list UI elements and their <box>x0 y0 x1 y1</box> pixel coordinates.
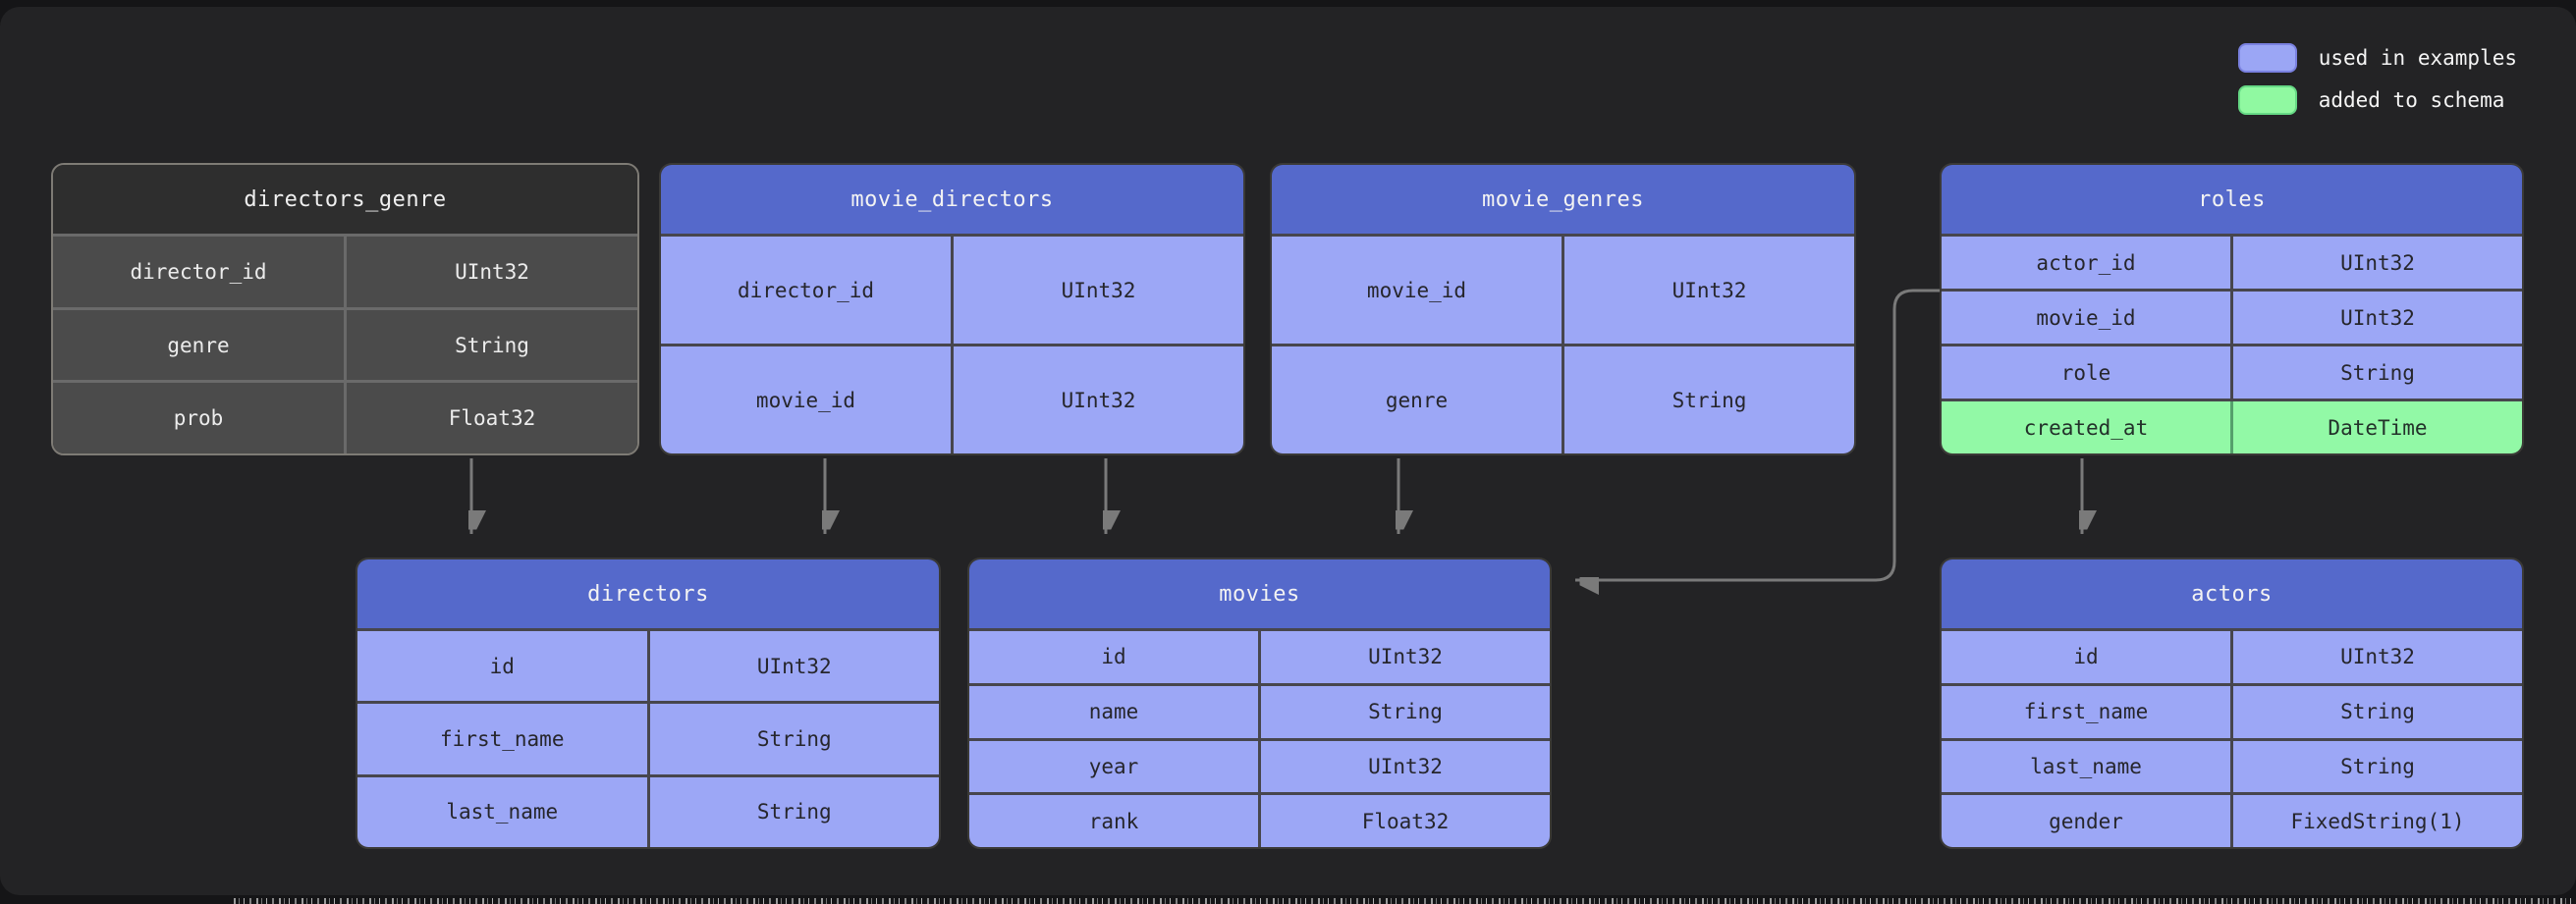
field-type: UInt32 <box>1258 631 1550 683</box>
field-name: first_name <box>1942 685 2230 738</box>
table-movie_genres: movie_genres movie_id UInt32 genre Strin… <box>1270 163 1856 455</box>
clipped-text-strip <box>234 898 2574 904</box>
table-title: movie_genres <box>1272 165 1854 234</box>
field-name: genre <box>53 309 344 381</box>
legend: used in examples added to schema <box>2237 43 2517 115</box>
table-row: rank Float32 <box>969 792 1550 847</box>
field-name: id <box>357 631 647 702</box>
table-row: last_name String <box>1942 737 2522 793</box>
field-name: movie_id <box>1272 237 1562 344</box>
table-row: first_name String <box>1942 682 2522 738</box>
field-name: gender <box>1942 795 2230 847</box>
table-row: year UInt32 <box>969 737 1550 793</box>
table-row: first_name String <box>357 701 939 774</box>
table-row: movie_id UInt32 <box>1272 234 1854 344</box>
legend-label: added to schema <box>2318 88 2505 112</box>
table-row: movie_id UInt32 <box>661 344 1243 453</box>
table-movie_directors: movie_directors director_id UInt32 movie… <box>659 163 1245 455</box>
field-name: movie_id <box>1942 292 2230 344</box>
field-type: FixedString(1) <box>2230 795 2522 847</box>
field-name: created_at <box>1942 401 2230 453</box>
field-type: UInt32 <box>2230 631 2522 683</box>
table-row: director_id UInt32 <box>53 234 637 307</box>
field-type: String <box>646 776 939 847</box>
field-type: String <box>2230 685 2522 738</box>
field-name: director_id <box>53 237 344 307</box>
field-type: UInt32 <box>951 346 1243 453</box>
field-type: String <box>2230 740 2522 793</box>
field-name: name <box>969 685 1258 738</box>
field-type: UInt32 <box>2230 237 2522 289</box>
table-row: last_name String <box>357 773 939 847</box>
field-name: id <box>969 631 1258 683</box>
table-roles: roles actor_id UInt32 movie_id UInt32 ro… <box>1940 163 2524 455</box>
table-directors: directors id UInt32 first_name String la… <box>356 558 941 849</box>
table-title: movie_directors <box>661 165 1243 234</box>
field-type: String <box>1562 346 1854 453</box>
field-name: last_name <box>1942 740 2230 793</box>
table-directors_genre: directors_genre director_id UInt32 genre… <box>51 163 639 455</box>
table-row: gender FixedString(1) <box>1942 792 2522 847</box>
arrow-roles-to-movies <box>1575 289 1940 580</box>
field-type: UInt32 <box>1562 237 1854 344</box>
field-type: String <box>646 704 939 774</box>
table-title: actors <box>1942 559 2522 628</box>
legend-item-used-in-examples: used in examples <box>2237 43 2517 73</box>
field-name: year <box>969 740 1258 793</box>
table-row: genre String <box>1272 344 1854 453</box>
field-name: genre <box>1272 346 1562 453</box>
field-type: String <box>344 309 637 381</box>
field-name: actor_id <box>1942 237 2230 289</box>
table-row: genre String <box>53 306 637 381</box>
table-title: directors <box>357 559 939 628</box>
legend-swatch-green <box>2237 85 2297 115</box>
table-row-added-to-schema: created_at DateTime <box>1942 399 2522 453</box>
field-type: UInt32 <box>1258 740 1550 793</box>
field-name: rank <box>969 795 1258 847</box>
field-name: director_id <box>661 237 951 344</box>
table-row: director_id UInt32 <box>661 234 1243 344</box>
field-name: id <box>1942 631 2230 683</box>
field-name: first_name <box>357 704 647 774</box>
table-row: role String <box>1942 344 2522 399</box>
field-name: role <box>1942 346 2230 399</box>
table-row: id UInt32 <box>969 628 1550 683</box>
field-type: String <box>2230 346 2522 399</box>
table-row: prob Float32 <box>53 380 637 453</box>
table-row: name String <box>969 682 1550 738</box>
table-movies: movies id UInt32 name String year UInt32… <box>967 558 1552 849</box>
legend-label: used in examples <box>2318 46 2517 70</box>
legend-swatch-blue <box>2237 43 2297 73</box>
field-type: UInt32 <box>951 237 1243 344</box>
field-name: last_name <box>357 776 647 847</box>
field-name: movie_id <box>661 346 951 453</box>
table-row: movie_id UInt32 <box>1942 289 2522 344</box>
legend-item-added-to-schema: added to schema <box>2237 85 2517 115</box>
table-title: roles <box>1942 165 2522 234</box>
table-actors: actors id UInt32 first_name String last_… <box>1940 558 2524 849</box>
field-type: UInt32 <box>2230 292 2522 344</box>
table-row: id UInt32 <box>357 628 939 702</box>
field-type: UInt32 <box>646 631 939 702</box>
table-title: movies <box>969 559 1550 628</box>
field-type: Float32 <box>344 383 637 453</box>
field-name: prob <box>53 383 344 453</box>
table-row: id UInt32 <box>1942 628 2522 683</box>
field-type: UInt32 <box>344 237 637 307</box>
field-type: DateTime <box>2230 401 2522 453</box>
table-row: actor_id UInt32 <box>1942 234 2522 289</box>
field-type: String <box>1258 685 1550 738</box>
table-title: directors_genre <box>53 165 637 234</box>
field-type: Float32 <box>1258 795 1550 847</box>
